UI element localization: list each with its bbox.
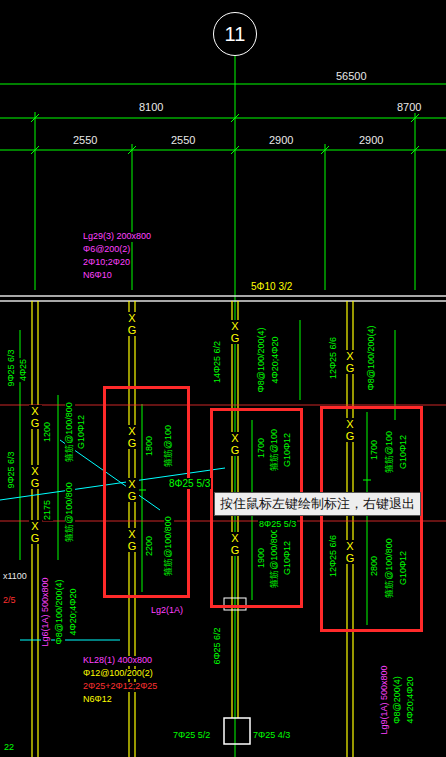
annotation-text: 4Φ20;4Φ20 [406, 676, 416, 725]
annotation-text: 2/5 [2, 596, 17, 606]
highlight-box: 1700箍筋@100G10Φ1212Φ25 6/62800箍筋@100/800G… [320, 406, 423, 632]
annotation-text: 5Φ10 3/2 [250, 281, 293, 292]
annotation-text: Lg6(1A) 500x800 [41, 576, 51, 647]
column-symbol: XG [126, 478, 139, 502]
column-symbol: XG [126, 528, 139, 552]
grid-number: 11 [214, 13, 256, 55]
annotation-text: 箍筋@100/800 [65, 481, 75, 543]
annotation-text: 2900 [268, 134, 294, 146]
dimension-text: 2200 [145, 535, 155, 557]
annotation-text: Φ12@100/200(2) [82, 669, 154, 679]
column-symbol: XG [126, 425, 139, 449]
dimension-text: 箍筋@100/800 [164, 515, 174, 577]
annotation-text: 14Φ25 6/2 [213, 340, 223, 384]
annotation-text: 4Φ20;4Φ20 [69, 588, 79, 637]
annotation-text: 9Φ25 6/3 [7, 348, 17, 387]
annotation-text: 6Φ25 6/2 [213, 626, 223, 665]
annotation-text: x1100 [2, 572, 28, 582]
annotation-text: 2550 [170, 134, 196, 146]
column-symbol: XG [344, 540, 357, 564]
column-symbol: XG [29, 405, 42, 429]
annotation-text: Φ8@200(4) [393, 675, 403, 724]
annotation-text: 8Φ25 5/3 [168, 478, 211, 489]
annotation-text: 9Φ25 6/3 [7, 450, 17, 489]
annotation-text: 7Φ25 4/3 [252, 731, 291, 741]
dimension-text: 12Φ25 6/6 [329, 534, 339, 578]
dimension-text: G10Φ12 [283, 432, 293, 468]
dimension-text: 箍筋@100/800 [385, 537, 395, 599]
annotation-text: 1200 [43, 421, 53, 443]
column-symbol: XG [29, 465, 42, 489]
annotation-text: 2900 [358, 134, 384, 146]
annotation-text: 4Φ20;4Φ20 [271, 336, 281, 385]
annotation-text: Lg9(1A) 500x800 [380, 664, 390, 735]
annotation-text: N6Φ10 [82, 271, 113, 281]
column-symbol: XG [229, 532, 242, 556]
dimension-text: 1700 [257, 437, 267, 459]
annotation-text: 8Φ25 5/3 [258, 520, 297, 530]
column-symbol: XG [29, 520, 42, 544]
annotation-text: 56500 [335, 70, 368, 82]
annotation-text: 8100 [138, 101, 164, 113]
column-symbol: XG [344, 350, 357, 374]
column-symbol: XG [229, 320, 242, 344]
dimension-text: 箍筋@100 [164, 424, 174, 468]
annotation-text: Φ8@100/200(4) [55, 579, 65, 646]
annotation-text: 2175 [43, 499, 53, 521]
highlight-box: 1800 箍筋@100 2200 箍筋@100/800 [103, 386, 190, 598]
column-symbol: XG [229, 432, 242, 456]
annotation-text: Φ8@100/200(4) [257, 327, 267, 394]
dimension-text: G10Φ12 [399, 550, 409, 586]
annotation-text: 2550 [72, 134, 98, 146]
dimension-text: 2800 [370, 555, 380, 577]
column-symbol: XG [126, 312, 139, 336]
dimension-text: 1700 [370, 439, 380, 461]
annotation-text: 4Φ25 [19, 358, 29, 382]
annotation-text: 7Φ25 5/2 [172, 731, 211, 741]
column-symbol: XG [344, 418, 357, 442]
annotation-text: 2Φ10;2Φ20 [82, 258, 131, 268]
annotation-text: 2Φ25+2Φ12;2Φ25 [82, 682, 158, 692]
grid-bubble: 11 [213, 12, 257, 56]
annotation-text: G10Φ12 [77, 414, 87, 450]
tooltip-text: 按住鼠标左键绘制标注，右键退出 [220, 496, 415, 512]
dimension-text: 箍筋@100 [270, 428, 280, 472]
dimension-text: 箍筋@100 [385, 430, 395, 474]
dimension-text: 箍筋@100/800 [270, 527, 280, 589]
annotation-text: 箍筋@100/800 [65, 401, 75, 463]
annotation-text: 22 [3, 743, 15, 753]
annotation-text: Lg29(3) 200x800 [82, 232, 152, 242]
tooltip-box: 按住鼠标左键绘制标注，右键退出 [214, 492, 421, 516]
annotation-text: 12Φ25 6/6 [329, 336, 339, 380]
annotation-text: KL28(1) 400x800 [82, 656, 153, 666]
dimension-text: 1900 [257, 547, 267, 569]
dimension-text: G10Φ12 [399, 434, 409, 470]
annotation-text: N6Φ12 [82, 695, 113, 705]
annotation-text: Lg2(1A) [150, 606, 184, 616]
annotation-text: Φ6@200(2) [82, 245, 131, 255]
dimension-text: 1800 [145, 435, 155, 457]
annotation-text: 8700 [396, 101, 422, 113]
dimension-text: G10Φ12 [283, 540, 293, 576]
annotation-text: Φ8@100/200(4) [367, 325, 377, 392]
